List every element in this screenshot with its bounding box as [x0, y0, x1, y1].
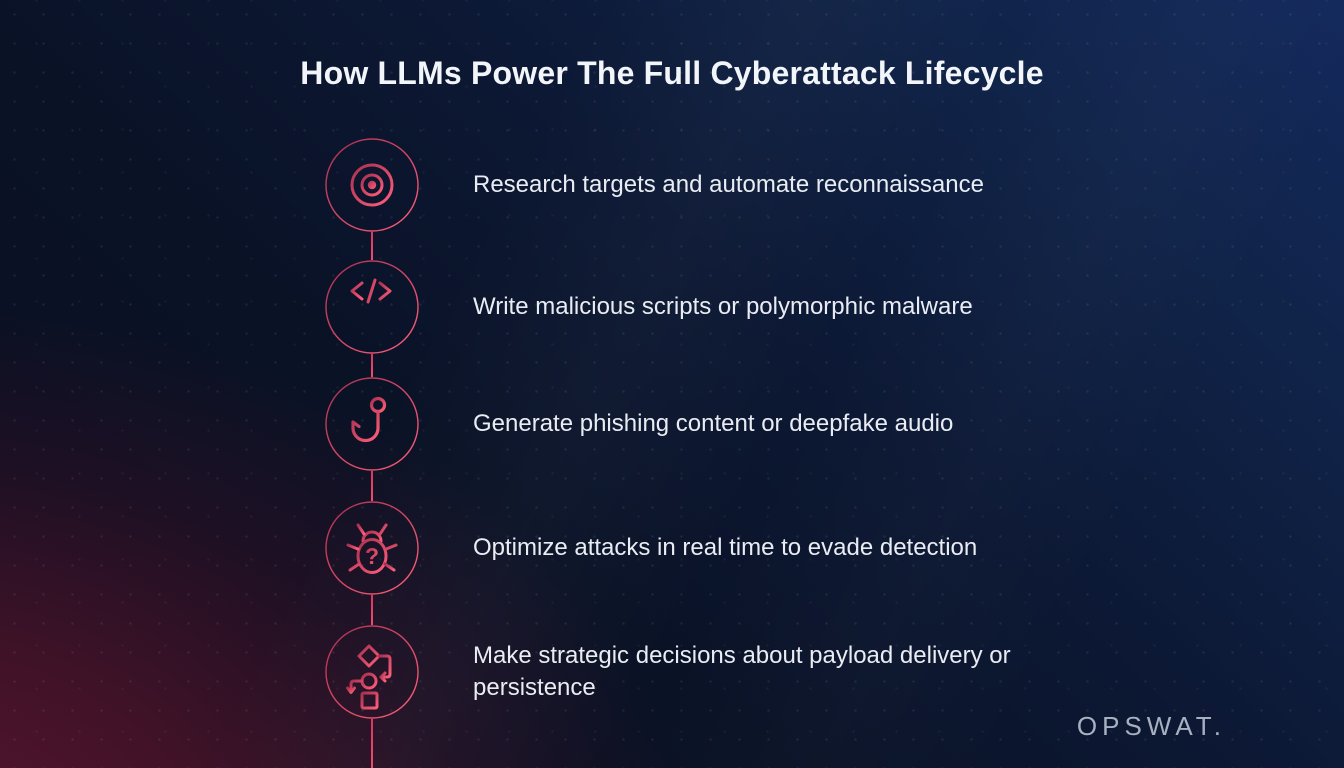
timeline-connector	[371, 232, 373, 260]
timeline-connector	[371, 719, 373, 768]
lifecycle-step: Research targets and automate reconnaiss…	[325, 138, 984, 232]
timeline-connector	[371, 595, 373, 625]
step-label: Make strategic decisions about payload d…	[473, 642, 1011, 701]
step-label: Research targets and automate reconnaiss…	[473, 171, 984, 198]
lifecycle-step: Generate phishing content or deepfake au…	[325, 377, 953, 471]
page-title: How LLMs Power The Full Cyberattack Life…	[300, 55, 1044, 91]
decision-flow-icon	[325, 625, 419, 719]
timeline-connector	[371, 354, 373, 377]
lifecycle-step: Make strategic decisions about payload d…	[325, 625, 1048, 719]
lifecycle-step: Write malicious scripts or polymorphic m…	[325, 260, 973, 354]
code-script-icon	[325, 260, 419, 354]
step-label: Optimize attacks in real time to evade d…	[473, 534, 978, 561]
phishing-hook-icon	[325, 377, 419, 471]
target-icon	[325, 138, 419, 232]
bug-icon: ?	[325, 501, 419, 595]
svg-text:?: ?	[365, 543, 379, 569]
timeline-connector	[371, 471, 373, 501]
opswat-logo: OPSWAT.	[1076, 711, 1226, 741]
lifecycle-step: ? Optimize attacks in real time to evade…	[325, 501, 977, 595]
step-label: Generate phishing content or deepfake au…	[473, 410, 954, 437]
step-label: Write malicious scripts or polymorphic m…	[473, 293, 973, 320]
